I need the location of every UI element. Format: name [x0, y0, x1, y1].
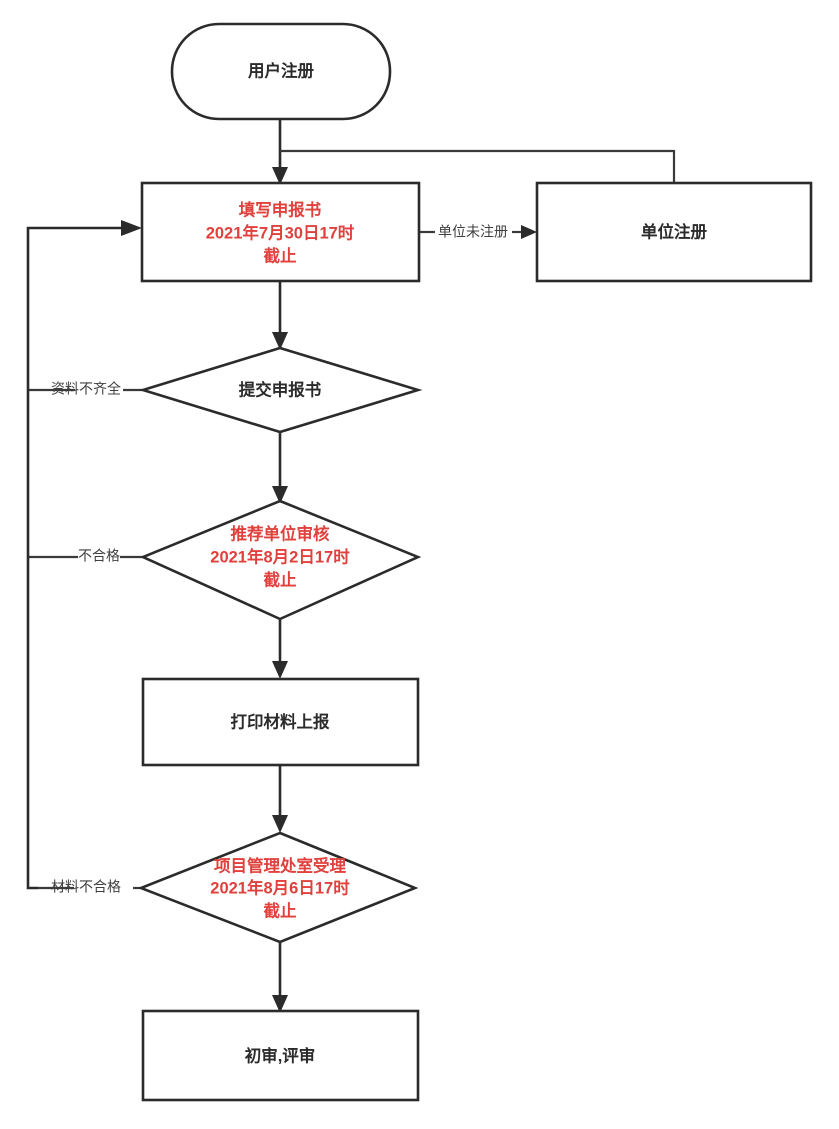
- node-shape-rectangle: [141, 1009, 420, 1102]
- node-label-fill-form-line3: 截止: [264, 245, 297, 265]
- edge-print-submit-to-dept-accept: [272, 765, 288, 833]
- node-label-org-review-line1: 推荐单位审核: [231, 523, 331, 543]
- node-recommending-unit-review[interactable]: 推荐单位审核 2021年8月2日17时 截止: [139, 499, 422, 621]
- node-label-fill-form-line2: 2021年7月30日17时: [206, 222, 355, 242]
- node-shape-diamond: [138, 346, 423, 434]
- node-label-first-review: 初审,评审: [245, 1045, 316, 1065]
- node-label-dept-accept-line2: 2021年8月6日17时: [210, 877, 350, 897]
- edge-label-materials-not-qualified: 材料不合格: [51, 879, 121, 895]
- edge-label-not-qualified: 不合格: [78, 548, 120, 564]
- edge-left-return-trunk: [26, 220, 142, 890]
- node-print-and-submit-materials[interactable]: 打印材料上报: [141, 677, 420, 767]
- edge-label-incomplete-materials: 资料不齐全: [51, 381, 121, 397]
- node-label-print-submit: 打印材料上报: [231, 711, 331, 731]
- node-shape-diamond: [139, 499, 422, 621]
- node-fill-application-form[interactable]: 填写申报书 2021年7月30日17时 截止: [140, 181, 421, 283]
- node-organization-registration[interactable]: 单位注册: [535, 181, 813, 283]
- node-label-dept-accept-line1: 项目管理处室受理: [214, 855, 347, 875]
- edge-fill-form-to-submit-form: [272, 281, 288, 350]
- node-shape-rectangle: [140, 181, 421, 283]
- node-label-org-register: 单位注册: [641, 221, 708, 241]
- edge-fill-form-to-org-register: 单位未注册: [419, 224, 537, 240]
- node-submit-application-form[interactable]: 提交申报书: [138, 346, 423, 434]
- node-label-dept-accept-line3: 截止: [264, 900, 297, 920]
- node-shape-rectangle: [141, 677, 420, 767]
- node-start-user-registration[interactable]: 用户注册: [170, 22, 392, 121]
- node-shape-rectangle: [535, 181, 813, 283]
- node-label-org-review-line2: 2021年8月2日17时: [210, 546, 350, 566]
- edge-dept-accept-to-first-review: [272, 942, 288, 1013]
- node-shape-diamond: [137, 831, 419, 944]
- edge-submit-form-to-org-review: [272, 432, 288, 504]
- node-project-office-acceptance[interactable]: 项目管理处室受理 2021年8月6日17时 截止: [137, 831, 419, 944]
- edge-org-review-to-print-submit: [272, 619, 288, 679]
- node-label-fill-form-line1: 填写申报书: [239, 199, 322, 219]
- node-label-start: 用户注册: [248, 60, 315, 80]
- node-shape-rounded: [170, 22, 392, 121]
- edge-start-to-fill-form: [272, 119, 288, 185]
- edge-label-org-not-registered: 单位未注册: [438, 224, 508, 240]
- node-label-submit-form: 提交申报书: [239, 379, 322, 399]
- edge-org-register-return: [280, 149, 676, 183]
- node-label-org-review-line3: 截止: [264, 569, 297, 589]
- node-preliminary-and-expert-review[interactable]: 初审,评审: [141, 1009, 420, 1102]
